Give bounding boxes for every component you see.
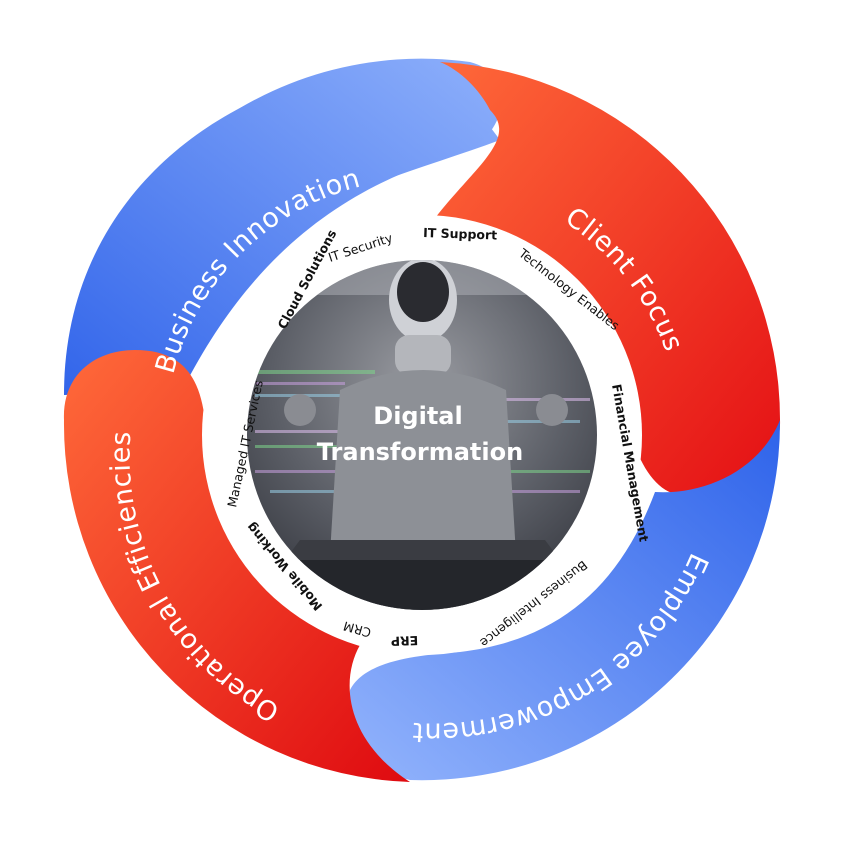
segment-operational-efficiencies (63, 350, 410, 782)
center-title-line2: Transformation (317, 438, 523, 466)
center-title-line1: Digital (373, 402, 462, 430)
segment-client-focus (430, 62, 781, 496)
service-erp: ERP (391, 633, 419, 649)
center-robot-image (247, 260, 597, 610)
segment-business-innovation-body (64, 58, 503, 396)
segment-employee-empowerment (349, 420, 781, 781)
service-crm: CRM (342, 618, 373, 640)
service-it-support: IT Support (423, 225, 498, 243)
